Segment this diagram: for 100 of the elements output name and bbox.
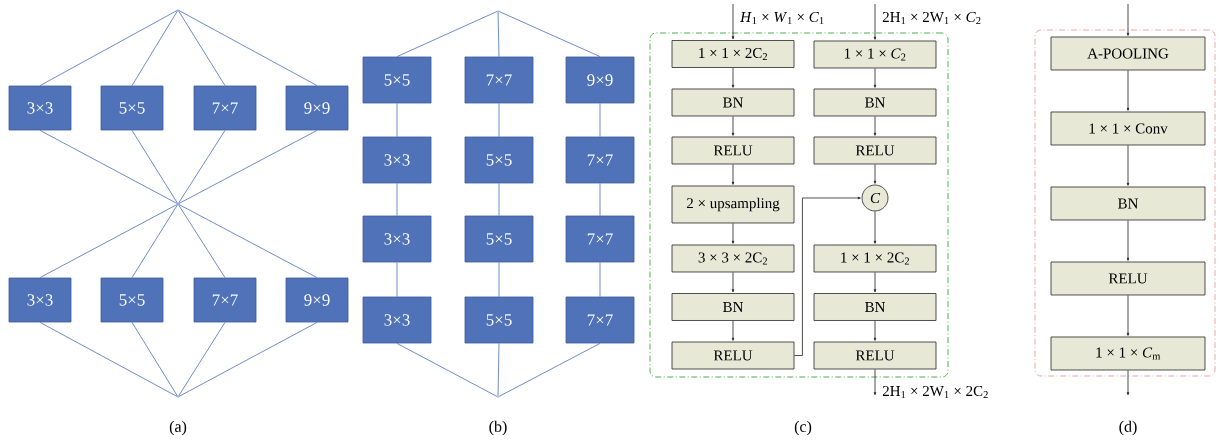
connector-line [131, 10, 178, 86]
arrow [873, 116, 877, 136]
connector-line [498, 183, 500, 216]
connector-line [497, 343, 500, 397]
arrow [1126, 370, 1130, 396]
arrow [731, 223, 735, 244]
connector-line [39, 10, 178, 86]
arrow [873, 164, 877, 184]
layer-box: 1 × 1 × Conv [1050, 111, 1206, 146]
connector-line [178, 322, 318, 397]
kernel-box: 3×3 [362, 215, 432, 263]
kernel-box: 3×3 [362, 296, 432, 344]
connector-line [396, 103, 398, 137]
connector-line [178, 10, 318, 86]
connector-line [131, 204, 178, 278]
arrow [731, 272, 735, 293]
arrow [873, 272, 877, 293]
layer-box: BN [671, 293, 795, 321]
connector-line [599, 103, 601, 137]
arrow [1126, 70, 1130, 111]
arrow [1126, 295, 1130, 336]
layer-box: RELU [1050, 261, 1206, 296]
arrow [731, 3, 735, 40]
connector-line [178, 204, 318, 278]
connector-line [178, 322, 226, 397]
layer-box: BN [1050, 186, 1206, 221]
arrow [873, 68, 877, 88]
kernel-box: 7×7 [464, 56, 534, 104]
panel-label: (a) [169, 420, 187, 436]
connector-line [131, 130, 178, 204]
kernel-box: 5×5 [464, 136, 534, 184]
layer-box: BN [813, 293, 937, 321]
kernel-box: 3×3 [362, 136, 432, 184]
connector-line [396, 262, 398, 297]
kernel-box: 5×5 [100, 277, 164, 323]
arrow [873, 369, 877, 396]
kernel-box: 3×3 [8, 277, 72, 323]
layer-box: 1 × 1 × C$_{2}$ [813, 40, 937, 69]
connector-line [178, 204, 226, 278]
kernel-box: 5×5 [464, 215, 534, 263]
layer-box: 1 × 1 × 2C$_{2}$ [671, 40, 795, 68]
kernel-box: 3×3 [8, 85, 72, 131]
panel-label: (d) [1119, 420, 1137, 436]
connector-line [498, 343, 601, 398]
connector-line [396, 10, 498, 57]
layer-box: 2 × upsampling [671, 185, 795, 224]
kernel-box: 7×7 [193, 277, 257, 323]
layer-box: RELU [813, 136, 937, 165]
arrow [731, 164, 735, 185]
kernel-box: 7×7 [565, 296, 635, 344]
arrow [873, 3, 877, 40]
kernel-box: 5×5 [464, 296, 534, 344]
arrow [794, 196, 861, 356]
connector-line [39, 130, 178, 204]
connector-line [396, 343, 498, 398]
connector-line [599, 183, 601, 216]
kernel-box: 7×7 [565, 215, 635, 263]
layer-box: BN [813, 88, 937, 117]
connector-line [498, 262, 500, 297]
connector-line [497, 11, 500, 57]
layer-box: BN [671, 88, 795, 117]
kernel-box: 9×9 [565, 56, 635, 104]
arrow [731, 116, 735, 136]
edge-label: 2H$_{1}$ × 2W$_{1}$ × 2C$_{2}$ [881, 384, 990, 400]
layer-box: RELU [813, 341, 937, 370]
connector-line [498, 10, 601, 57]
layer-box: 3 × 3 × 2C$_{2}$ [671, 244, 795, 273]
arrow [731, 67, 735, 88]
arrow [873, 211, 877, 244]
connector-line [131, 322, 178, 397]
layer-box: RELU [671, 136, 795, 165]
connector-line [178, 10, 226, 86]
kernel-box: 9×9 [285, 277, 349, 323]
kernel-box: 5×5 [100, 85, 164, 131]
layer-box: A-POOLING [1050, 36, 1206, 71]
dashed-frame [1034, 29, 1216, 377]
layer-box: RELU [671, 341, 795, 370]
arrow [1126, 3, 1130, 36]
edge-label: 2H$_{1}$ × 2W$_{1}$ × C$_{2}$ [881, 10, 983, 26]
kernel-box: 9×9 [285, 85, 349, 131]
connector-line [599, 262, 601, 297]
arrow [1126, 145, 1130, 186]
layer-box: 1 × 1 × 2C$_{2}$ [813, 244, 937, 273]
connector-line [498, 103, 500, 137]
panel-label: (c) [794, 420, 812, 436]
connector-line [178, 130, 226, 204]
connector-line [39, 204, 178, 278]
edge-label: H$_{1}$ × W$_{1}$ × C$_{1}$ [739, 10, 826, 26]
kernel-box: 7×7 [565, 136, 635, 184]
dashed-frame [649, 32, 949, 378]
arrow [1126, 220, 1130, 261]
layer-box: 1 × 1 × C$_{m}$ [1050, 336, 1206, 371]
connector-line [39, 322, 178, 397]
connector-line [396, 183, 398, 216]
arrow [731, 320, 735, 341]
kernel-box: 5×5 [362, 56, 432, 104]
arrow [873, 320, 877, 341]
panel-label: (b) [489, 420, 507, 436]
connector-line [178, 130, 318, 205]
kernel-box: 7×7 [193, 85, 257, 131]
